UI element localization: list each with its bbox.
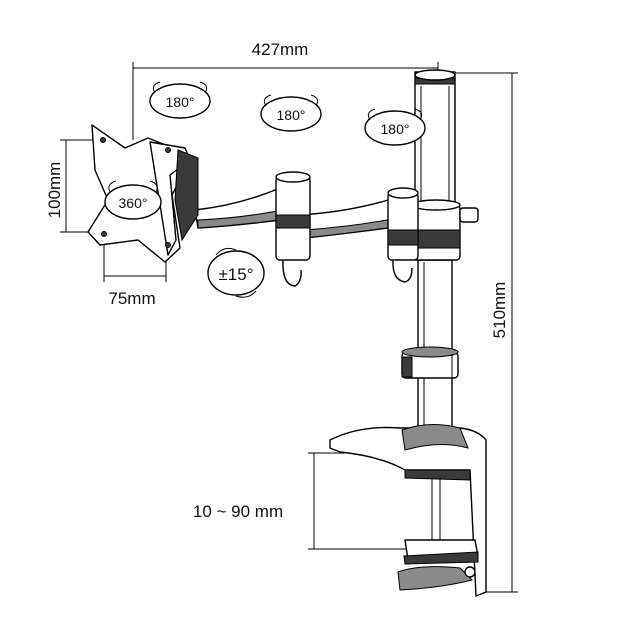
rotation-label-3: 180° bbox=[381, 121, 410, 137]
tilt-badge: ±15° bbox=[207, 247, 265, 298]
vesa-height-dimension: 100mm bbox=[45, 139, 100, 233]
clamp-range-label: 10 ~ 90 mm bbox=[193, 502, 283, 521]
rotation-label-1: 180° bbox=[166, 94, 195, 110]
total-height-dimension: 510mm bbox=[440, 72, 518, 593]
pole bbox=[414, 69, 456, 431]
rotation-badge-3: 180° bbox=[364, 108, 426, 146]
pole-upper-collar bbox=[411, 199, 479, 261]
rotation-badge-plate: 360° bbox=[104, 180, 162, 220]
tilt-label: ±15° bbox=[218, 265, 253, 284]
vesa-width-dimension: 75mm bbox=[103, 240, 167, 308]
rotation-badge-1: 180° bbox=[149, 81, 211, 119]
arm-segment-outer bbox=[194, 187, 296, 229]
joint-elbow bbox=[275, 171, 311, 287]
rotation-label-plate: 360° bbox=[119, 195, 148, 211]
joint-pole bbox=[387, 187, 419, 283]
rotation-label-2: 180° bbox=[277, 107, 306, 123]
desk-clamp bbox=[329, 424, 487, 597]
arm-length-label: 427mm bbox=[252, 40, 309, 59]
rotation-badge-2: 180° bbox=[260, 94, 322, 132]
total-height-label: 510mm bbox=[490, 282, 509, 339]
vesa-height-label: 100mm bbox=[45, 162, 64, 219]
clamp-range-dimension: 10 ~ 90 mm bbox=[193, 452, 408, 550]
vesa-width-label: 75mm bbox=[108, 289, 155, 308]
pole-collar bbox=[401, 346, 459, 379]
arm-length-dimension: 427mm bbox=[132, 40, 439, 140]
